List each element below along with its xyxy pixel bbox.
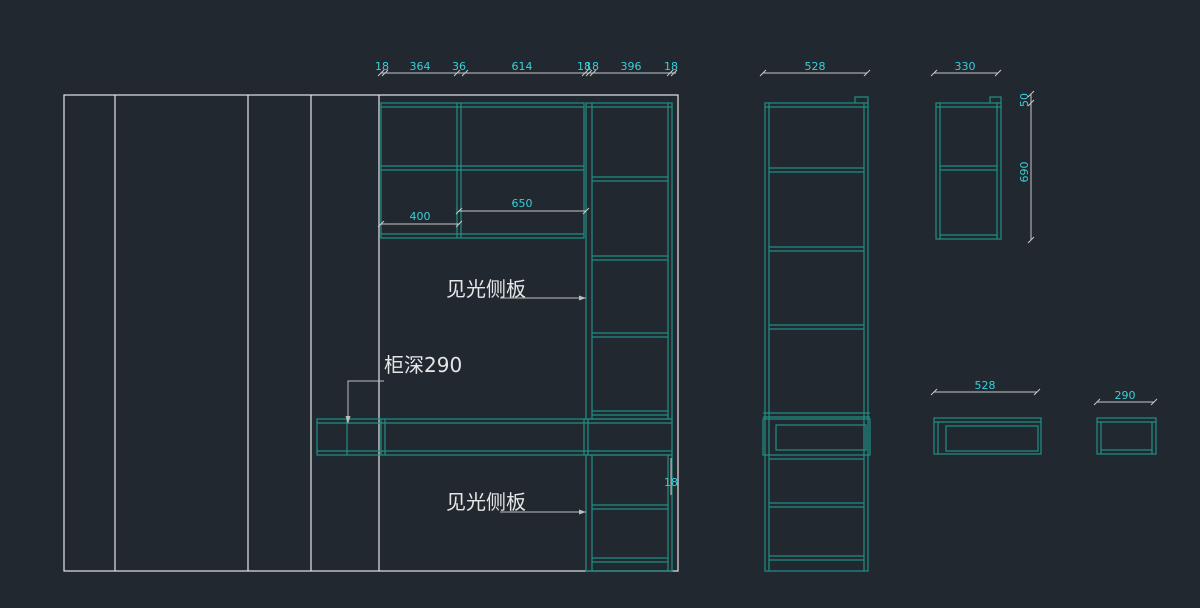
- wall-cabinet-frame: [935, 102, 1002, 240]
- top-dimension-chain: 18 364 36 614 18 18 396 18: [375, 60, 678, 77]
- front-elevation: 18 364 36 614 18 18 396 18 400 650 18: [63, 60, 679, 572]
- top-dim-label-0: 18: [375, 60, 389, 73]
- label-side-panel-upper: 见光侧板: [446, 277, 526, 301]
- side-view-drawer: [775, 424, 867, 451]
- top-dim-label-1: 364: [410, 60, 431, 73]
- wall-cabinet-top-height-label: 50: [1018, 93, 1031, 107]
- top-dim-tick-1: [381, 69, 389, 77]
- top-dim-label-6: 396: [621, 60, 642, 73]
- bench-plan: 528: [930, 379, 1042, 455]
- bench-plan-dim-tick-a: [930, 388, 938, 396]
- top-dim-label-5: 18: [585, 60, 599, 73]
- inner-dim-middle-label: 650: [512, 197, 533, 210]
- bench-plan-dim-tick-b: [1033, 388, 1041, 396]
- wall-cabinet-height-label: 690: [1018, 162, 1031, 183]
- bench-section-frame: [1096, 417, 1157, 455]
- top-dim-label-4: 18: [577, 60, 591, 73]
- bench-section-dim-tick-a: [1093, 398, 1101, 406]
- leader-arrow-cabinet-depth: [345, 416, 351, 424]
- leader-arrow-side-panel-upper: [579, 295, 586, 301]
- inner-dim-middle-tick-a: [455, 207, 463, 215]
- side-view-dim-tick-b: [863, 69, 871, 77]
- bench-plan-drawer: [945, 425, 1039, 452]
- wall-cabinet-dim-tick-b: [994, 69, 1002, 77]
- cabinet-internals: [316, 102, 673, 572]
- label-side-panel-lower: 见光侧板: [446, 490, 526, 514]
- wall-cabinet-vdim-tick-b: [1027, 99, 1035, 107]
- wall-cabinet-top-notch: [989, 96, 1002, 103]
- lower-cabinet-frame: [585, 454, 673, 572]
- top-dim-tick-4: [581, 69, 589, 77]
- wall-cabinet-vdim-tick-a: [1027, 90, 1035, 98]
- bench-section-dim-tick-b: [1150, 398, 1158, 406]
- top-dim-tick-5: [585, 69, 593, 77]
- top-dim-tick-8: [670, 69, 678, 77]
- bench-plan-frame: [933, 417, 1042, 455]
- bench-section-dim-label: 290: [1115, 389, 1136, 402]
- inner-dim-small-label: 18: [664, 476, 678, 489]
- top-dim-label-3: 614: [512, 60, 533, 73]
- side-view-dim-label: 528: [805, 60, 826, 73]
- outer-frame: [63, 94, 679, 572]
- side-view-dim-tick-a: [759, 69, 767, 77]
- side-view-desk-section: [762, 418, 871, 456]
- top-dim-label-2: 36: [452, 60, 466, 73]
- inner-dim-left-tick-b: [455, 220, 463, 228]
- wall-cabinet-view: 330 50 690: [930, 60, 1035, 244]
- side-view-frame: [764, 102, 869, 572]
- desk-board: [316, 418, 673, 456]
- leader-cabinet-depth: [347, 380, 384, 419]
- bench-plan-dim-label: 528: [975, 379, 996, 392]
- tall-column-frame: [585, 102, 673, 420]
- inner-dim-middle-tick-b: [582, 207, 590, 215]
- inner-dim-left-tick-a: [377, 220, 385, 228]
- top-dim-tick-2: [453, 69, 461, 77]
- side-view-top-notch: [854, 96, 869, 103]
- wardrobe-outline: [63, 94, 679, 572]
- leader-arrow-side-panel-lower: [579, 509, 586, 515]
- inner-dim-left-label: 400: [410, 210, 431, 223]
- inner-dimensions: 400 650 18: [377, 197, 678, 495]
- top-dim-tick-6: [589, 69, 597, 77]
- bench-section: 290: [1093, 389, 1158, 455]
- top-dim-tick-3: [461, 69, 469, 77]
- wall-cabinet-dim-tick-a: [930, 69, 938, 77]
- annotations: 见光侧板 见光侧板 柜深290: [345, 277, 586, 515]
- top-dim-tick-0: [377, 69, 385, 77]
- side-view: 528: [759, 60, 871, 572]
- top-dim-label-7: 18: [664, 60, 678, 73]
- label-cabinet-depth: 柜深290: [384, 353, 462, 377]
- wall-cabinet-vdim-tick-c: [1027, 236, 1035, 244]
- top-dim-tick-7: [666, 69, 674, 77]
- wall-cabinet-dim-label: 330: [955, 60, 976, 73]
